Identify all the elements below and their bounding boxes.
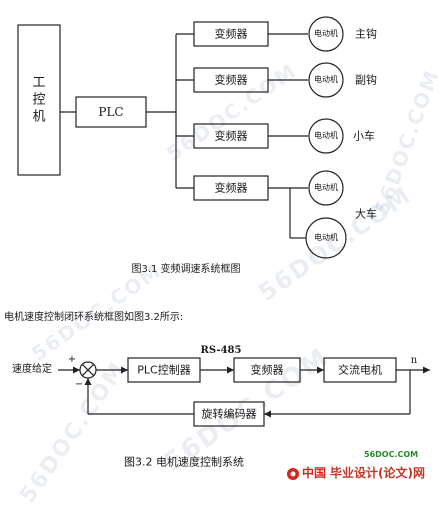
- motor-circle-1: [308, 16, 344, 52]
- motor-circle-5: [305, 217, 347, 259]
- setpoint-label: 速度给定: [12, 364, 52, 375]
- document-page: 56DOC.COM 56DOC.COM 56DOC.COM 56DOC.COM …: [4, 16, 444, 508]
- motor-label-1: 电动机: [314, 29, 338, 38]
- motor-label-4: 电动机: [314, 183, 338, 192]
- bus-label: RS-485: [200, 345, 242, 356]
- motor-label-3: 电动机: [314, 131, 338, 140]
- intro-text: 电机速度控制闭环系统框图如图3.2所示:: [4, 312, 184, 323]
- load-label-main-hook: 主钩: [355, 27, 377, 41]
- figure-caption-2: 图3.2 电机速度控制系统: [124, 455, 244, 469]
- inverter-label-3: 变频器: [214, 129, 248, 143]
- inverter-label: 变频器: [250, 363, 284, 377]
- diagram1-lines: [17, 16, 430, 480]
- inverter-label-1: 变频器: [214, 27, 248, 41]
- motor-circle-3: [308, 118, 344, 154]
- inverter-label-2: 变频器: [214, 73, 248, 87]
- footer-logo-china: 中国: [302, 466, 327, 480]
- figure-caption-1: 图3.1 变频调速系统框图: [131, 264, 241, 275]
- ac-motor-label: 交流电机: [338, 363, 382, 377]
- plc-label: PLC: [98, 105, 124, 119]
- plus-sign: +: [67, 354, 77, 365]
- ipc-box: [17, 24, 61, 176]
- load-label-cart: 大车: [355, 207, 377, 221]
- encoder-label: 旋转编码器: [201, 407, 257, 421]
- motor-label-5: 电动机: [314, 233, 338, 242]
- motor-circle-4: [308, 170, 344, 206]
- motor-circle-2: [308, 62, 344, 98]
- load-label-trolley: 小车: [353, 129, 375, 143]
- output-label: n: [410, 355, 418, 366]
- logo-mark: [287, 468, 299, 480]
- footer-site: 56DOC.COM: [364, 450, 419, 459]
- footer-logo-name: 毕业设计(论文)网: [330, 466, 425, 480]
- motor-label-2: 电动机: [314, 75, 338, 84]
- minus-sign: −: [74, 379, 84, 390]
- load-label-aux-hook: 副钩: [355, 73, 377, 87]
- inverter-label-4: 变频器: [214, 181, 248, 195]
- plc-controller-label: PLC控制器: [137, 363, 191, 377]
- ipc-label: 工控机: [32, 75, 46, 125]
